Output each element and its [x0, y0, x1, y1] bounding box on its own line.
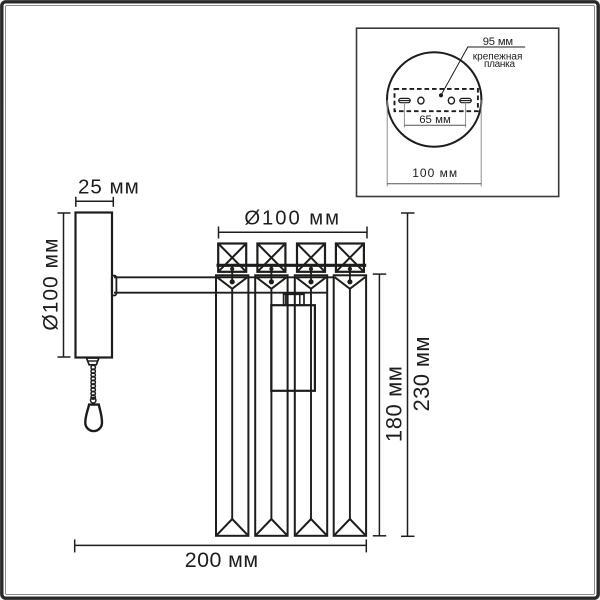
svg-text:230 мм: 230 мм [409, 337, 434, 412]
svg-text:Ø100 мм: Ø100 мм [244, 207, 339, 229]
svg-text:180 мм: 180 мм [381, 366, 406, 442]
svg-text:Ø100 мм: Ø100 мм [40, 239, 63, 331]
svg-text:65 мм: 65 мм [419, 114, 451, 126]
svg-text:200 мм: 200 мм [185, 548, 258, 572]
svg-text:100 мм: 100 мм [412, 166, 457, 180]
svg-text:планка: планка [484, 59, 515, 70]
svg-text:крепежная: крепежная [473, 51, 523, 62]
svg-text:95 мм: 95 мм [483, 36, 513, 48]
svg-text:25 мм: 25 мм [78, 175, 139, 198]
